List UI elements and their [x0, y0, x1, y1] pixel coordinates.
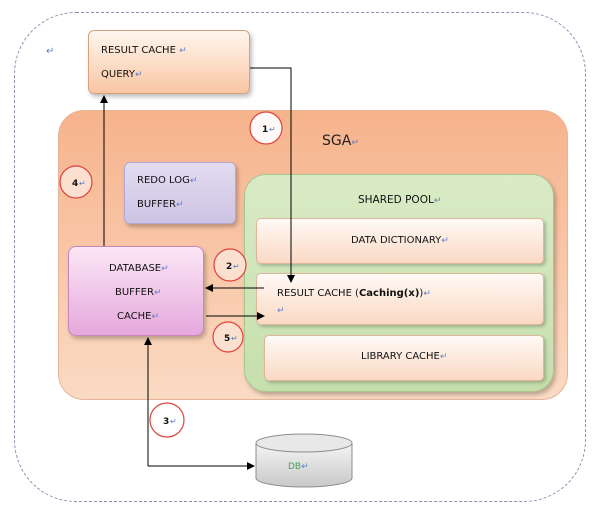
result-cache-prefix: RESULT CACHE (: [277, 288, 359, 299]
step-2-label: 2: [226, 262, 232, 272]
data-dictionary-label: DATA DICTIONARY↵: [351, 235, 449, 246]
db-cylinder-icon: [255, 433, 353, 488]
step-4-label: 4: [72, 179, 78, 189]
paragraph-mark: ↵: [189, 176, 198, 186]
step-4-circle: 4 ↵: [59, 165, 93, 199]
step-5-label: 5: [224, 334, 230, 344]
shared-pool-label: SHARED POOL↵: [358, 194, 441, 206]
paragraph-mark: ↵: [161, 264, 169, 274]
paragraph-mark: ↵: [231, 334, 238, 343]
paragraph-mark: ↵: [46, 46, 55, 57]
arrow-1: [250, 67, 295, 283]
data-dictionary-text: DATA DICTIONARY: [351, 235, 442, 246]
result-cache-suffix: ): [419, 288, 424, 299]
paragraph-mark: ↵: [79, 179, 86, 188]
db-text: DB: [288, 462, 302, 472]
database-buffer-cache-box: DATABASE↵ BUFFER↵ CACHE↵: [68, 246, 204, 336]
step-1-circle: 1 ↵: [249, 111, 283, 145]
step-2-circle: 2 ↵: [213, 248, 247, 282]
buffer-text: BUFFER: [115, 287, 154, 298]
paragraph-mark: ↵: [233, 262, 240, 271]
caching-function-text: Caching(x): [358, 288, 420, 299]
dbbc-line1: DATABASE↵: [109, 263, 169, 274]
redo-log-text: REDO LOG: [137, 175, 190, 186]
step-3-label: 3: [163, 417, 169, 427]
result-cache-query-line1: RESULT CACHE ↵: [101, 45, 187, 56]
dbbc-line3: CACHE↵: [117, 311, 159, 322]
db-label: DB↵: [288, 462, 309, 472]
paragraph-mark: ↵: [175, 200, 184, 210]
paragraph-mark: ↵: [439, 352, 448, 362]
paragraph-mark: ↵: [441, 236, 449, 246]
paragraph-mark: ↵: [433, 196, 442, 206]
dbbc-line2: BUFFER↵: [115, 287, 162, 298]
result-cache-text: RESULT CACHE: [101, 45, 176, 56]
data-dictionary-box: DATA DICTIONARY↵: [256, 218, 544, 264]
library-cache-box: LIBRARY CACHE↵: [264, 335, 544, 381]
paragraph-mark: ↵: [151, 312, 160, 322]
buffer-text: BUFFER: [137, 199, 176, 210]
redo-log-buffer-box: REDO LOG↵ BUFFER↵: [124, 162, 236, 224]
redo-log-line1: REDO LOG↵: [137, 175, 197, 186]
paragraph-mark: ↵: [277, 306, 285, 316]
result-cache-query-box: RESULT CACHE ↵ QUERY↵: [88, 30, 250, 94]
step-5-circle: 5 ↵: [212, 321, 244, 353]
result-cache-query-line2: QUERY↵: [101, 69, 142, 80]
paragraph-mark: ↵: [351, 138, 359, 148]
paragraph-mark: ↵: [301, 462, 309, 472]
library-cache-text: LIBRARY CACHE: [361, 351, 440, 362]
paragraph-mark: ↵: [170, 417, 177, 426]
database-text: DATABASE: [109, 263, 162, 274]
sga-text: SGA: [322, 133, 352, 149]
library-cache-label: LIBRARY CACHE↵: [361, 351, 447, 362]
paragraph-mark: ↵: [179, 46, 187, 56]
paragraph-mark: ↵: [269, 125, 276, 134]
result-cache-label: RESULT CACHE (Caching(x))↵: [277, 288, 431, 299]
paragraph-mark: ↵: [134, 70, 143, 80]
paragraph-mark: ↵: [153, 288, 162, 298]
cache-text: CACHE: [117, 311, 152, 322]
result-cache-box: RESULT CACHE (Caching(x))↵ ↵: [256, 273, 544, 325]
redo-log-line2: BUFFER↵: [137, 199, 184, 210]
shared-pool-text: SHARED POOL: [358, 194, 434, 206]
sga-label: SGA↵: [322, 133, 359, 149]
step-1-label: 1: [262, 125, 268, 135]
step-3-circle: 3 ↵: [149, 402, 185, 438]
paragraph-mark: ↵: [423, 289, 431, 299]
diagram-frame: [14, 12, 586, 502]
query-text: QUERY: [101, 69, 135, 80]
